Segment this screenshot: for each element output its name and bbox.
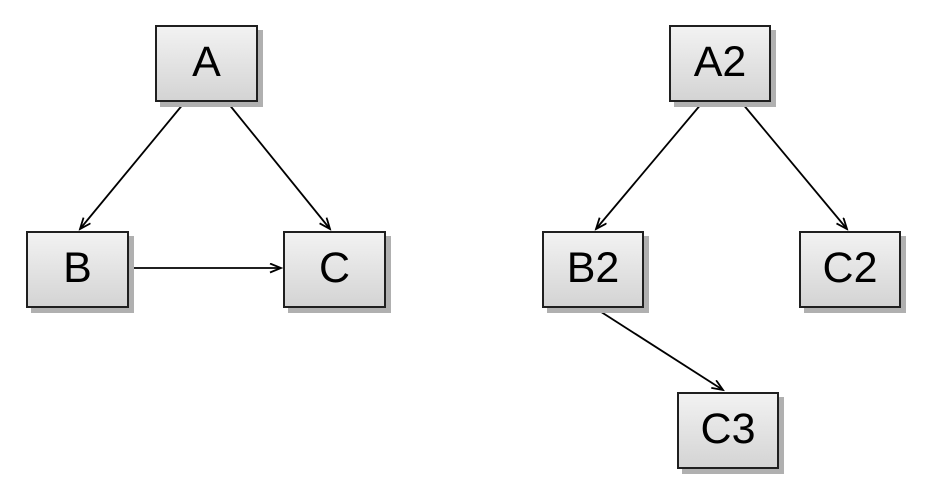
node-C3[interactable]: C3 (677, 392, 779, 469)
node-B2[interactable]: B2 (542, 231, 644, 308)
edges-group (80, 102, 847, 390)
edge-A-to-C (227, 102, 330, 229)
node-label-C3: C3 (700, 405, 756, 453)
node-C2[interactable]: C2 (799, 231, 901, 308)
node-B[interactable]: B (26, 231, 129, 308)
edge-A2-to-B2 (596, 102, 703, 229)
node-label-B: B (63, 244, 92, 292)
node-A[interactable]: A (155, 25, 258, 102)
edge-A-to-B (80, 102, 185, 229)
edge-B2-to-C3 (594, 307, 723, 390)
node-label-B2: B2 (566, 244, 620, 292)
node-C[interactable]: C (283, 231, 386, 308)
edge-A2-to-C2 (741, 102, 847, 229)
node-label-A: A (192, 38, 221, 86)
node-label-A2: A2 (693, 38, 747, 86)
node-A2[interactable]: A2 (669, 25, 771, 102)
node-label-C2: C2 (822, 244, 878, 292)
node-label-C: C (318, 244, 351, 292)
